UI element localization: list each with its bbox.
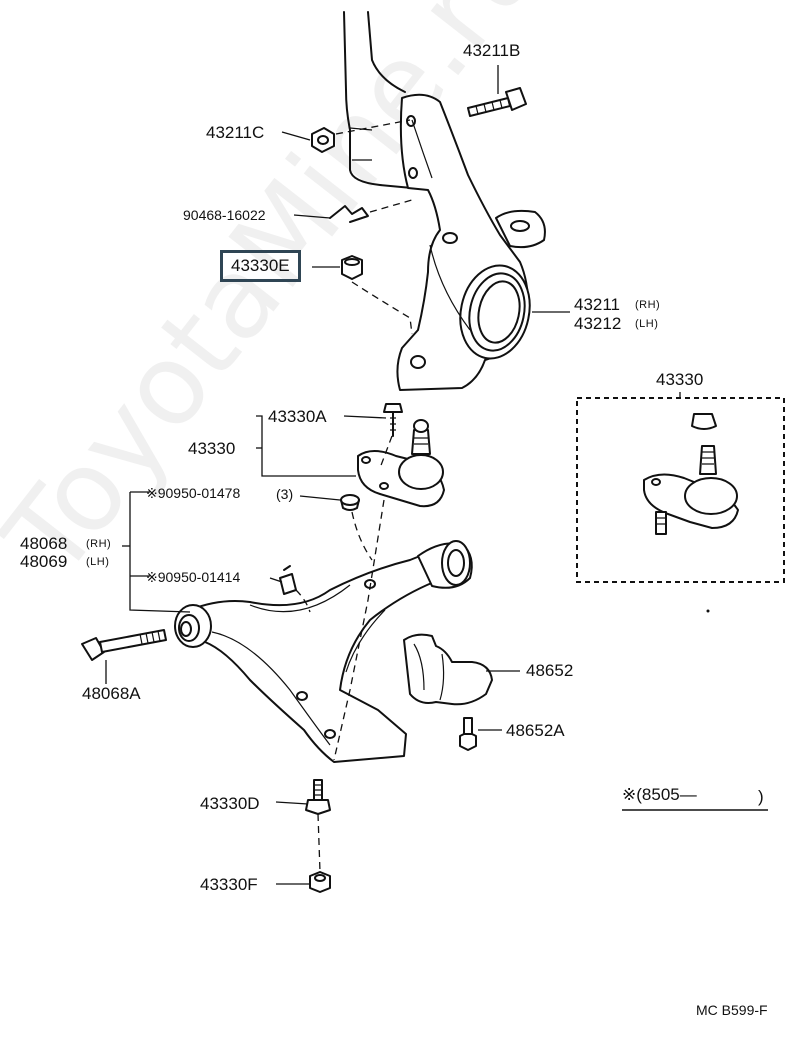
label-48069: 48069 — [20, 552, 68, 571]
label-43330-boxed: 43330 — [656, 370, 704, 389]
label-48652A: 48652A — [506, 721, 565, 740]
label-43211B: 43211B — [463, 41, 521, 60]
label-90950-01478: ※90950-01478 — [146, 485, 241, 501]
label-43330E-highlighted: 43330E — [220, 250, 301, 282]
bushing-48652-drawing — [403, 633, 493, 706]
nut-43330E-drawing — [341, 255, 363, 280]
label-43211: 43211 — [574, 295, 621, 314]
clip-90468-drawing — [329, 205, 369, 223]
label-43211-rh: (RH) — [635, 299, 661, 311]
label-48068: 48068 — [20, 534, 68, 553]
steering-knuckle-drawing — [396, 93, 546, 391]
bolt-43330D-drawing — [305, 779, 331, 815]
nut-43211C-drawing — [311, 127, 335, 153]
label-43330F: 43330F — [200, 875, 258, 894]
label-48069-lh: (LH) — [86, 556, 110, 568]
strut-drawing — [343, 11, 413, 189]
label-43330: 43330 — [188, 439, 236, 458]
label-43330D: 43330D — [200, 794, 260, 813]
lower-arm-drawing — [174, 540, 473, 763]
nut-43330F-drawing — [309, 871, 331, 893]
applicability-note-close: ) — [758, 787, 764, 806]
plug-90950-01414-drawing — [279, 565, 297, 595]
label-48652: 48652 — [526, 661, 574, 680]
label-43211C: 43211C — [206, 123, 265, 142]
ball-joint-box-drawing — [576, 397, 785, 583]
ball-joint-drawing — [357, 403, 445, 508]
bolt-43211B-drawing — [467, 87, 527, 117]
bolt-48068A-drawing — [81, 629, 167, 661]
label-48068A: 48068A — [82, 684, 141, 703]
label-90468-16022: 90468-16022 — [183, 207, 266, 223]
diagram-code: MC B599-F — [696, 1002, 768, 1018]
label-43212-lh: (LH) — [635, 318, 659, 330]
label-48068-rh: (RH) — [86, 538, 112, 550]
label-90950-01478-qty: (3) — [276, 486, 294, 502]
label-43330A: 43330A — [268, 407, 327, 426]
label-43212: 43212 — [574, 314, 622, 333]
applicability-note: ※(8505— — [622, 785, 697, 804]
plug-90950-01478-drawing — [340, 494, 360, 511]
bolt-48652A-drawing — [459, 717, 477, 751]
label-90950-01414: ※90950-01414 — [146, 569, 241, 585]
